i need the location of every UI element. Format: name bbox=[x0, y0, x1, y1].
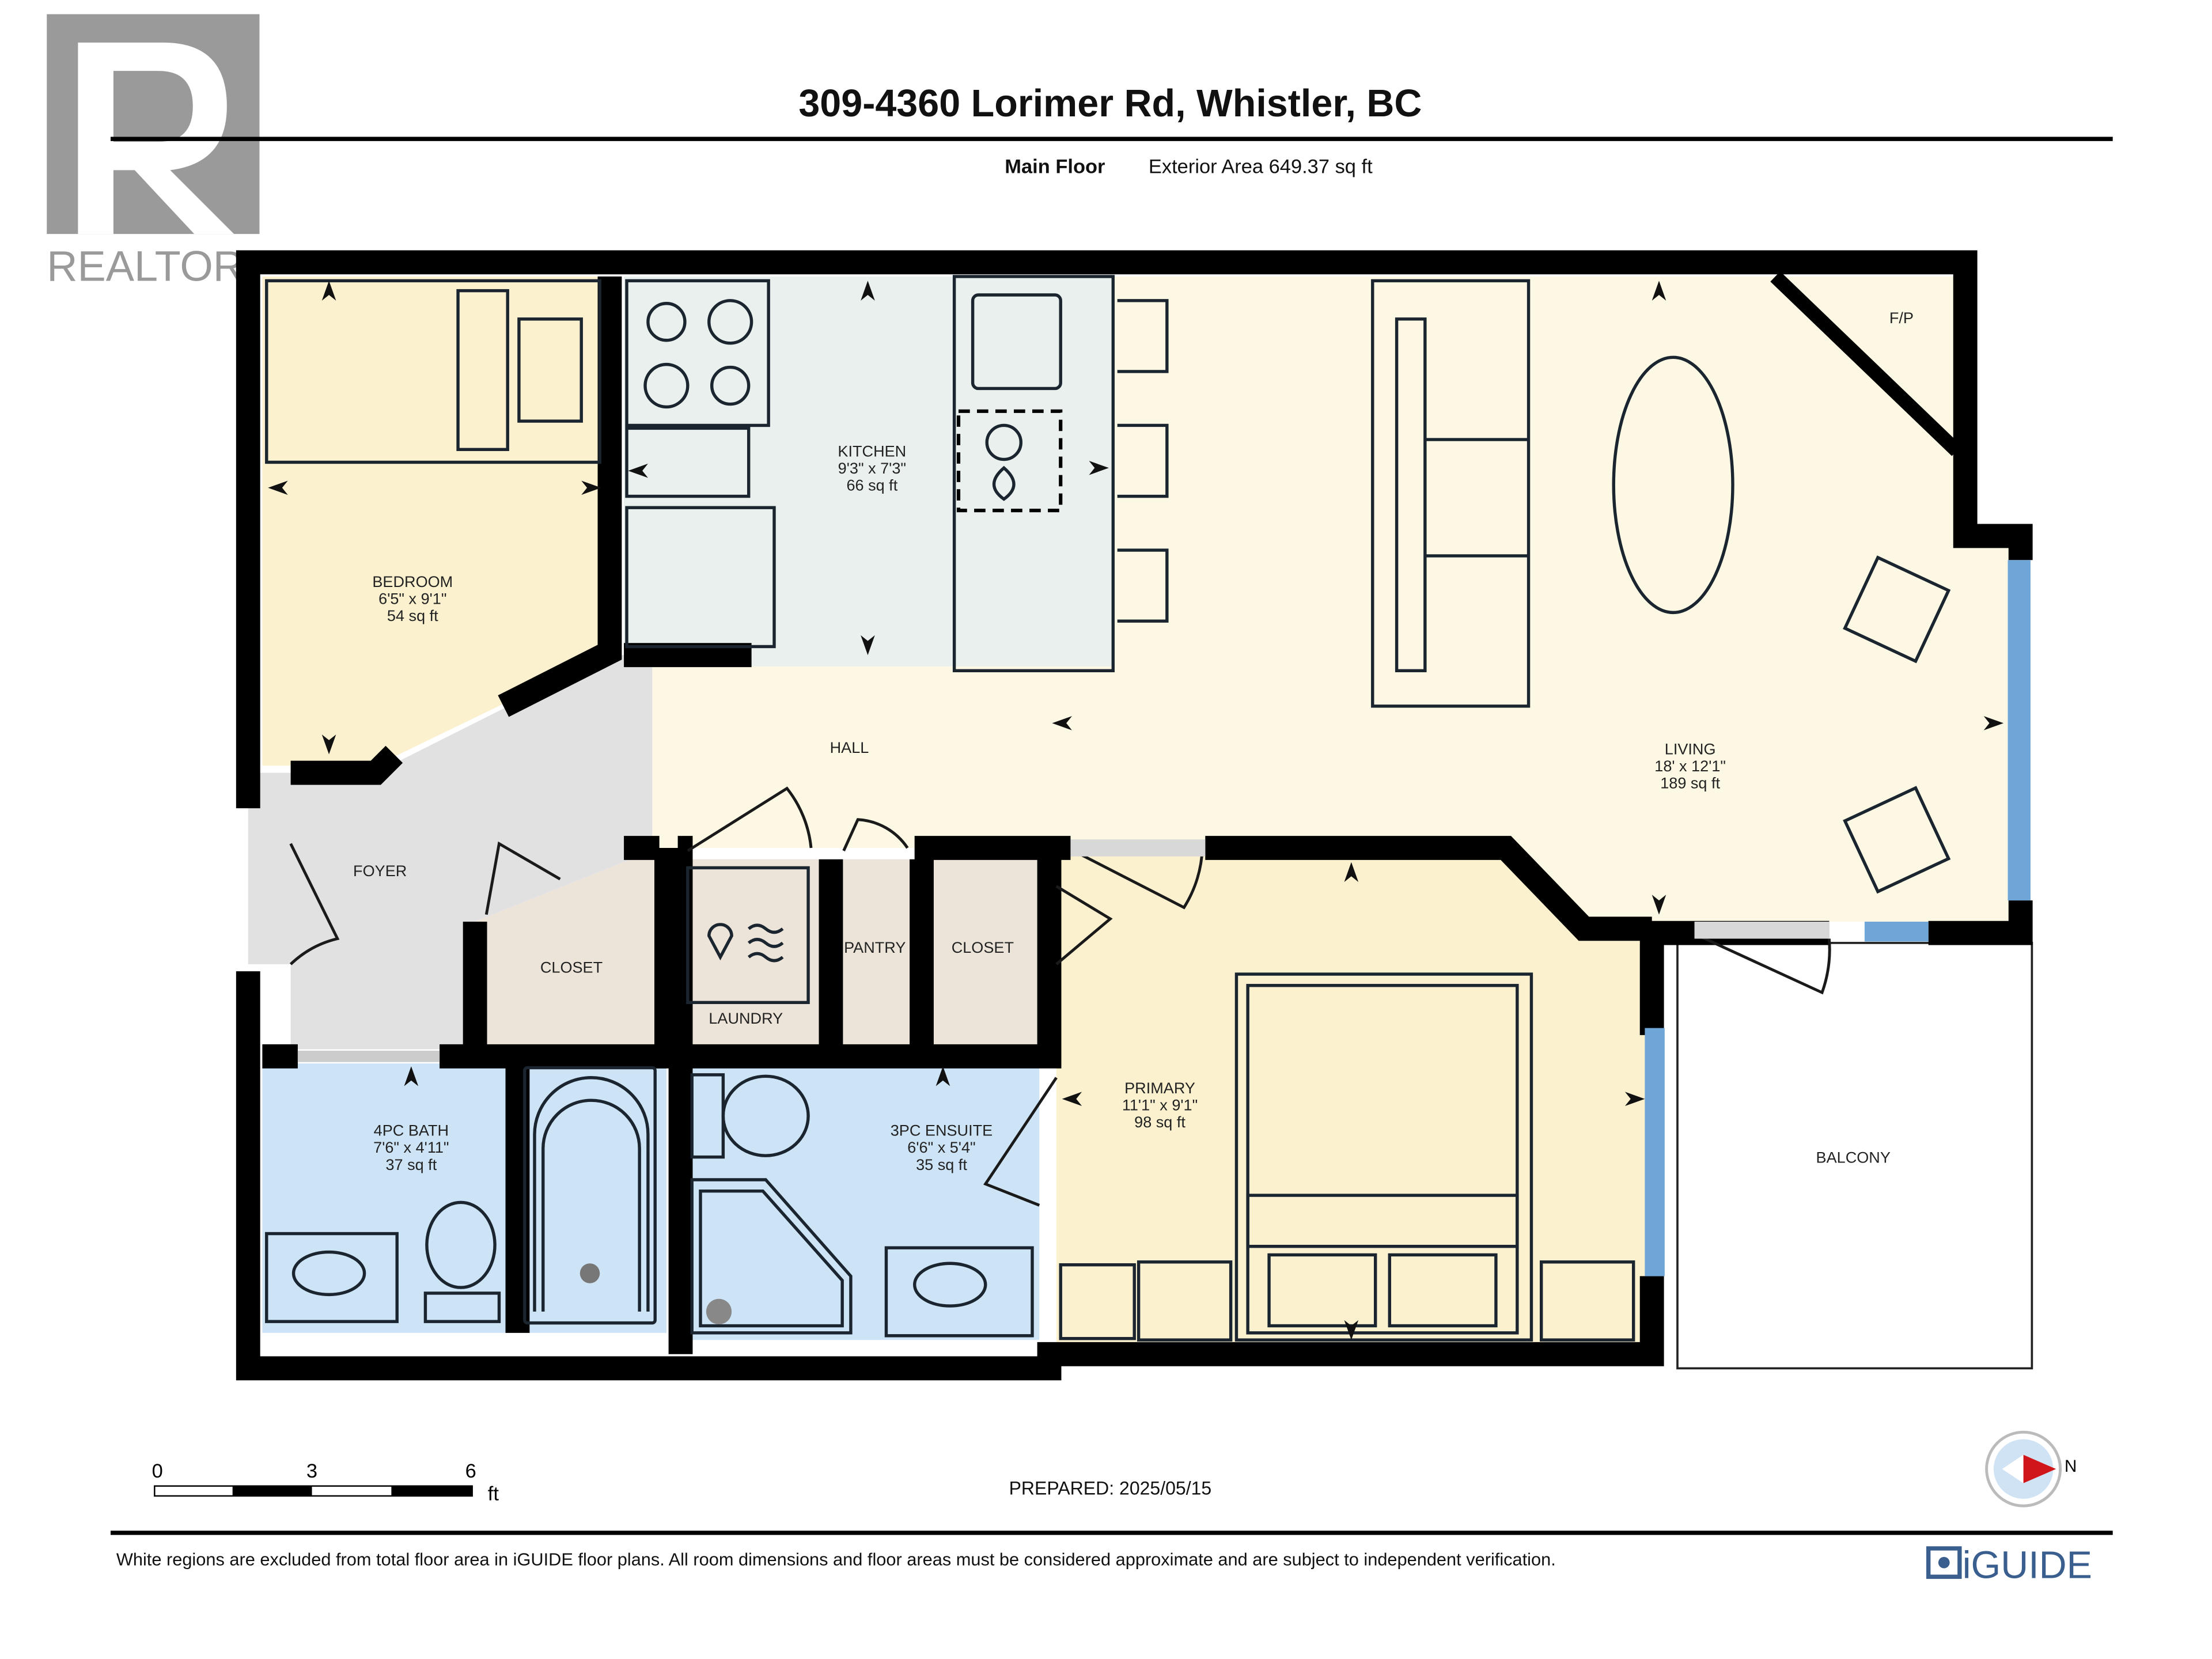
room-living: LIVING 18' x 12'1" 189 sq ft bbox=[1654, 740, 1726, 792]
fridge-icon bbox=[625, 506, 776, 649]
room-name: BEDROOM bbox=[372, 573, 453, 590]
room-fireplace: F/P bbox=[1889, 309, 1914, 327]
realtor-logo: REALTOR bbox=[47, 14, 260, 290]
room-hall: HALL bbox=[830, 738, 869, 756]
washer-icon bbox=[686, 866, 810, 1005]
armchair-icon bbox=[1843, 786, 1951, 894]
room-laundry: LAUNDRY bbox=[709, 1009, 783, 1027]
stove-icon bbox=[625, 279, 770, 427]
prepared-date: PREPARED: 2025/05/15 bbox=[1009, 1478, 1212, 1498]
floor-name: Main Floor bbox=[1005, 156, 1105, 177]
counter bbox=[625, 426, 751, 498]
scale-unit: ft bbox=[488, 1483, 499, 1505]
bathtub-icon bbox=[523, 1066, 657, 1325]
nightstand bbox=[1137, 1260, 1233, 1342]
window-primary bbox=[1645, 1028, 1665, 1277]
bedroom-fixtures bbox=[265, 279, 601, 464]
room-pantry: PANTRY bbox=[844, 938, 906, 956]
compass-icon: N bbox=[1985, 1430, 2077, 1508]
island bbox=[952, 275, 1115, 673]
armchair-icon bbox=[1843, 555, 1951, 664]
vanity-sink-icon bbox=[884, 1246, 1034, 1338]
shower-icon bbox=[690, 1178, 853, 1335]
room-name: PRIMARY bbox=[1124, 1079, 1195, 1097]
dimension-arrows bbox=[268, 281, 2004, 1340]
room-closet: CLOSET bbox=[952, 938, 1014, 956]
vanity-sink-icon bbox=[265, 1232, 399, 1323]
room-labels: BEDROOM 6'5" x 9'1" 54 sq ft KITCHEN 9'3… bbox=[353, 309, 1914, 1173]
nightstand bbox=[1539, 1260, 1635, 1342]
room-balcony: BALCONY bbox=[1816, 1148, 1891, 1166]
closet1-fill bbox=[475, 848, 660, 1047]
room-name: LIVING bbox=[1665, 740, 1716, 758]
windows bbox=[1645, 560, 2031, 1277]
room-dims: 6'6" x 5'4" bbox=[907, 1138, 975, 1156]
laundry-fill bbox=[677, 859, 820, 1047]
primary-fixtures bbox=[1059, 972, 1635, 1342]
balcony-fill bbox=[1676, 942, 2033, 1370]
living-fixtures bbox=[1371, 271, 1962, 894]
scale-bar: 0 3 6 ft bbox=[152, 1460, 499, 1505]
room-fills bbox=[248, 276, 2033, 1370]
room-dims: 6'5" x 9'1" bbox=[378, 590, 446, 608]
room-4pc-bath: 4PC BATH 7'6" x 4'11" 37 sq ft bbox=[373, 1122, 449, 1173]
room-primary: PRIMARY 11'1" x 9'1" 98 sq ft bbox=[1122, 1079, 1198, 1131]
room-area: 35 sq ft bbox=[916, 1156, 967, 1173]
room-dims: 11'1" x 9'1" bbox=[1122, 1096, 1198, 1113]
bath-fixtures bbox=[265, 1066, 1034, 1338]
room-dims: 7'6" x 4'11" bbox=[373, 1138, 449, 1156]
window-living-bottom bbox=[1864, 922, 1929, 942]
sliding-door bbox=[297, 1051, 440, 1062]
realtor-logo-text: REALTOR bbox=[47, 242, 244, 290]
room-name: 4PC BATH bbox=[374, 1122, 449, 1139]
iguide-logo-text: iGUIDE bbox=[1963, 1544, 2092, 1587]
bed-icon bbox=[1234, 972, 1533, 1342]
compass-label: N bbox=[2065, 1457, 2077, 1476]
sofa-icon bbox=[1371, 279, 1531, 708]
iguide-logo: iGUIDE bbox=[1926, 1544, 2092, 1587]
ensuite-fill bbox=[687, 1063, 1040, 1340]
doors bbox=[289, 786, 1831, 1207]
foyer-fill bbox=[248, 655, 653, 1050]
footer-disclaimer: White regions are excluded from total fl… bbox=[116, 1550, 1556, 1570]
scale-tick: 6 bbox=[465, 1460, 476, 1482]
closet2-fill bbox=[929, 859, 1043, 1047]
sink-icon bbox=[971, 293, 1062, 391]
bed-icon bbox=[265, 279, 601, 464]
room-area: 98 sq ft bbox=[1134, 1113, 1185, 1131]
exterior-area: Exterior Area 649.37 sq ft bbox=[1149, 156, 1373, 177]
dishwasher-icon bbox=[956, 409, 1063, 513]
room-name: 3PC ENSUITE bbox=[891, 1122, 993, 1139]
room-3pc-ensuite: 3PC ENSUITE 6'6" x 5'4" 35 sq ft bbox=[891, 1122, 993, 1173]
room-closet: CLOSET bbox=[540, 959, 603, 976]
nightstand bbox=[1059, 1263, 1136, 1340]
window-living bbox=[2008, 560, 2031, 901]
scale-tick: 3 bbox=[306, 1460, 317, 1482]
balcony-door bbox=[1694, 922, 1830, 939]
room-area: 37 sq ft bbox=[385, 1156, 437, 1173]
table-icon bbox=[1612, 355, 1734, 615]
room-area: 66 sq ft bbox=[846, 476, 897, 494]
kitchen-fixtures bbox=[625, 275, 1169, 673]
room-dims: 9'3" x 7'3" bbox=[838, 459, 906, 477]
toilet-icon bbox=[425, 1200, 497, 1289]
room-foyer: FOYER bbox=[353, 862, 407, 880]
room-area: 189 sq ft bbox=[1660, 774, 1720, 792]
scale-tick: 0 bbox=[152, 1460, 163, 1482]
bedroom-fill bbox=[262, 276, 610, 766]
bar-stools bbox=[1117, 299, 1169, 623]
room-name: KITCHEN bbox=[838, 442, 906, 460]
laundry-fixtures bbox=[686, 866, 810, 1005]
room-area: 54 sq ft bbox=[387, 607, 438, 624]
room-kitchen: KITCHEN 9'3" x 7'3" 66 sq ft bbox=[838, 442, 906, 494]
room-dims: 18' x 12'1" bbox=[1654, 757, 1726, 775]
primary-door bbox=[1070, 839, 1206, 857]
pantry-fill bbox=[836, 859, 915, 1047]
walls bbox=[236, 250, 2033, 1381]
page-title: 309-4360 Lorimer Rd, Whistler, BC bbox=[798, 82, 1422, 125]
room-bedroom: BEDROOM 6'5" x 9'1" 54 sq ft bbox=[372, 573, 453, 624]
